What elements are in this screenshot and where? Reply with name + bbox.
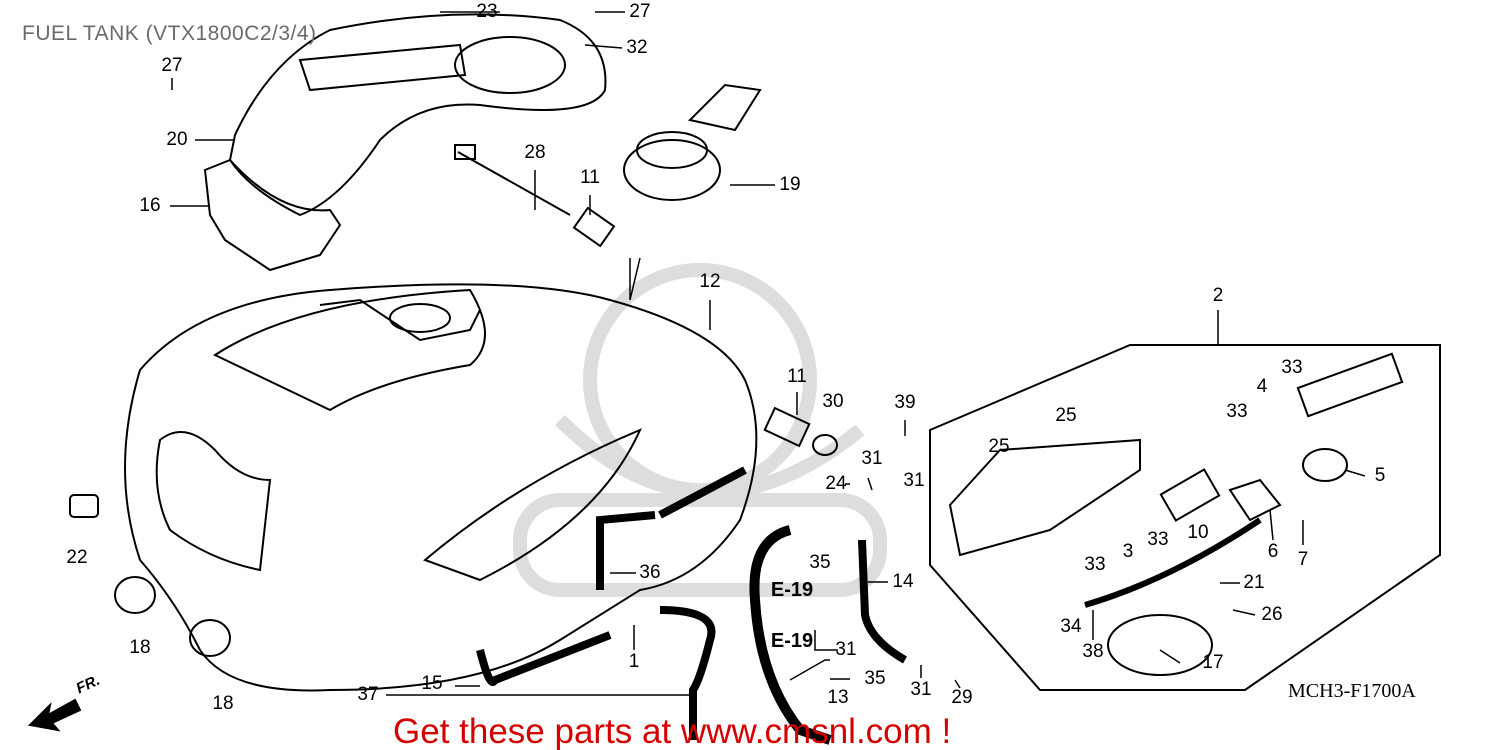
callout-20: 20 (166, 129, 188, 150)
callout-27: 27 (629, 1, 651, 22)
callout-34: 34 (1060, 616, 1082, 637)
callout-2: 2 (1212, 285, 1224, 306)
callout-35: 35 (864, 668, 886, 689)
callout-13: 13 (827, 687, 849, 708)
callout-31: 31 (835, 639, 857, 660)
callout-25: 25 (1055, 405, 1077, 426)
callout-14: 14 (892, 571, 914, 592)
callout-11: 11 (580, 167, 600, 188)
tank-cover (228, 13, 607, 217)
callout-15: 15 (421, 673, 443, 694)
callout-3: 3 (1122, 541, 1134, 562)
callout-31: 31 (861, 448, 883, 469)
callout-31: 31 (910, 679, 932, 700)
callout-32: 32 (626, 37, 648, 58)
callout-12: 12 (699, 271, 721, 292)
callout-7: 7 (1297, 549, 1309, 570)
callout-23: 23 (476, 1, 498, 22)
callout-39: 39 (894, 392, 916, 413)
diagram-title: FUEL TANK (VTX1800C2/3/4) (22, 22, 317, 45)
bracket (203, 158, 342, 272)
front-arrow (27, 698, 82, 732)
leader-lines (170, 11, 1366, 696)
callout-30: 30 (822, 391, 844, 412)
callout-33: 33 (1281, 357, 1303, 378)
callout-4: 4 (1256, 376, 1268, 397)
callout-6: 6 (1267, 541, 1279, 562)
callout-10: 10 (1187, 522, 1209, 543)
bolt (457, 151, 571, 216)
callout-19: 19 (779, 174, 801, 195)
callout-35: 35 (809, 552, 831, 573)
callout-17: 17 (1202, 652, 1224, 673)
callout-33: 33 (1226, 401, 1248, 422)
callout-36: 36 (639, 562, 661, 583)
callout-21: 21 (1243, 572, 1265, 593)
callout-1: 1 (628, 651, 640, 672)
callout-28: 28 (524, 142, 546, 163)
reference-e19[interactable]: E-19 (770, 630, 814, 652)
callout-33: 33 (1147, 529, 1169, 550)
callout-5: 5 (1374, 465, 1386, 486)
pump-assembly-frame (929, 344, 1441, 691)
callout-18: 18 (129, 637, 151, 658)
callout-18: 18 (212, 693, 234, 714)
callout-37: 37 (357, 684, 379, 705)
callout-24: 24 (825, 473, 847, 494)
callout-27: 27 (161, 55, 183, 76)
pump-gasket (1107, 614, 1213, 676)
watermark-logo (513, 263, 887, 597)
fuel-cap (623, 139, 721, 201)
callout-16: 16 (139, 195, 161, 216)
callout-31: 31 (903, 470, 925, 491)
fuel-tank (124, 283, 758, 692)
callout-33: 33 (1084, 554, 1106, 575)
callout-38: 38 (1082, 641, 1104, 662)
hose (596, 466, 747, 590)
reference-e19[interactable]: E-19 (770, 579, 814, 601)
callout-11: 11 (787, 366, 807, 387)
callout-22: 22 (66, 547, 88, 568)
promo-link[interactable]: Get these parts at www.cmsnl.com ! (393, 712, 952, 750)
callout-25: 25 (988, 436, 1010, 457)
diagram-code: MCH3-F1700A (1288, 680, 1416, 702)
callout-29: 29 (951, 687, 973, 708)
callout-26: 26 (1261, 604, 1283, 625)
